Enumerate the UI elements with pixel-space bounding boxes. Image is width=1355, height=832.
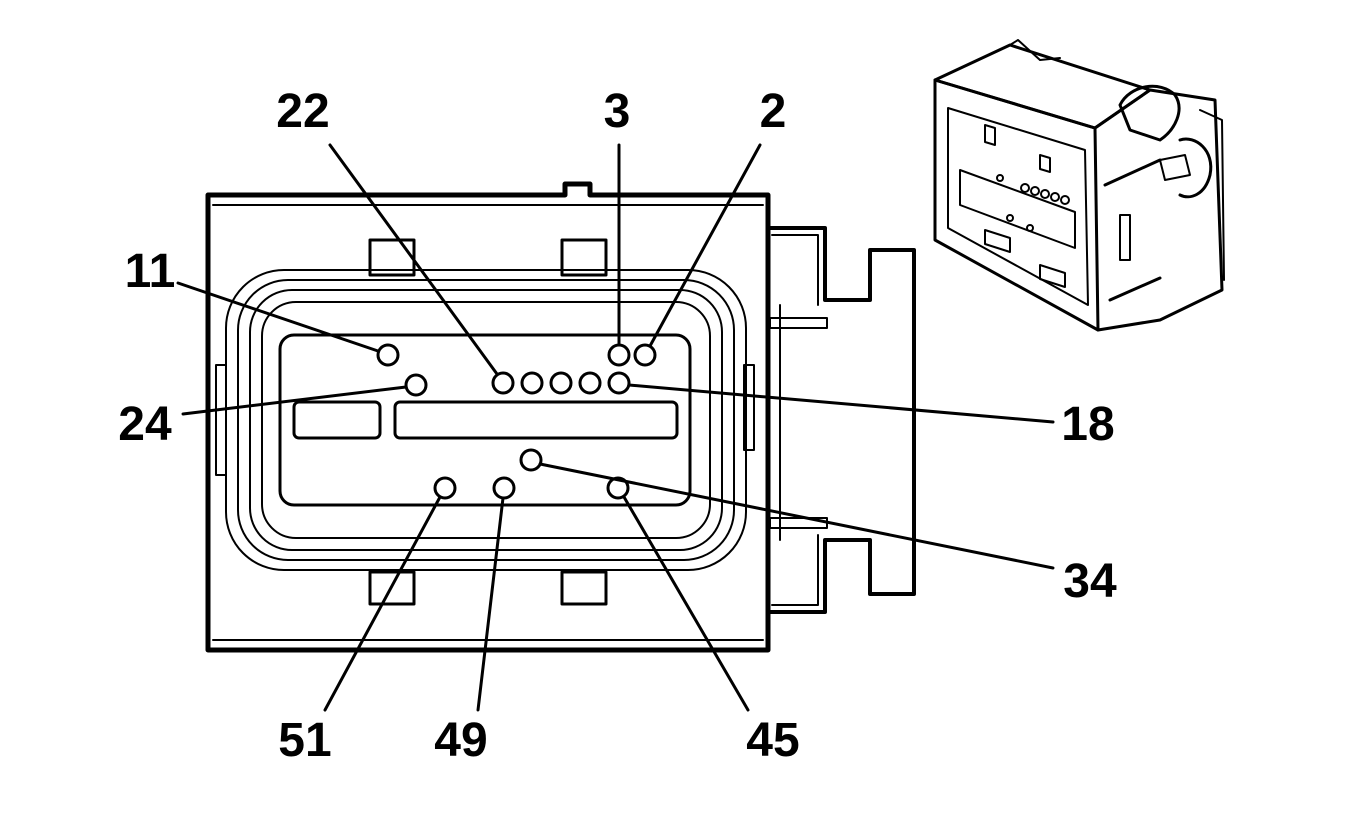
- cavity-51: [433, 476, 457, 500]
- cavity-24: [404, 373, 428, 397]
- terminal-cavities: [376, 343, 657, 500]
- callout-45: 45: [746, 714, 799, 767]
- cavity-2: [633, 343, 657, 367]
- leader-34: [538, 462, 1055, 570]
- connector-isometric-inset: [933, 39, 1225, 332]
- callout-24: 24: [118, 398, 172, 451]
- callout-18: 18: [1061, 398, 1114, 451]
- leader-51: [323, 495, 442, 712]
- leader-18: [627, 383, 1055, 424]
- cavity-22: [491, 371, 515, 395]
- cavity-34: [519, 448, 543, 472]
- cavity-45: [606, 476, 630, 500]
- callout-3: 3: [604, 85, 631, 138]
- leader-22: [328, 143, 499, 376]
- leader-11: [176, 281, 380, 353]
- callout-22: 22: [276, 85, 329, 138]
- cavity-23: [520, 371, 544, 395]
- cavity-20: [549, 371, 573, 395]
- cavity-49: [492, 476, 516, 500]
- leader-45: [622, 495, 750, 712]
- connector-housing: [205, 181, 916, 653]
- cavity-11: [376, 343, 400, 367]
- callout-34: 34: [1063, 555, 1117, 608]
- callout-51: 51: [278, 714, 331, 767]
- leader-49: [476, 496, 505, 712]
- callout-2: 2: [760, 85, 787, 138]
- leader-2: [648, 143, 762, 348]
- cavity-18: [607, 371, 631, 395]
- cavity-3: [607, 343, 631, 367]
- callout-labels: 22 3 2 11 24 18 34 51 49 45: [118, 85, 1117, 767]
- cavity-19: [578, 371, 602, 395]
- callout-49: 49: [434, 714, 487, 767]
- callout-11: 11: [125, 245, 176, 298]
- leader-lines: [176, 143, 1055, 712]
- leader-24: [181, 385, 408, 416]
